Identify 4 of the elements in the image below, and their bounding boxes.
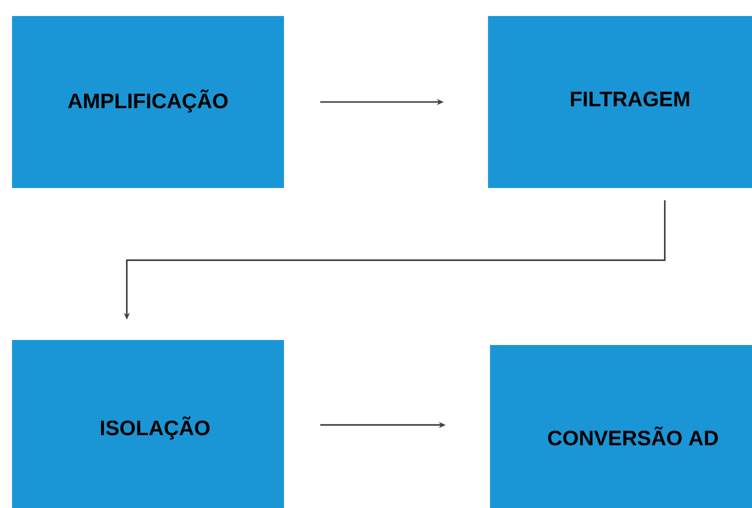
process-box: AMPLIFICAÇÃO bbox=[12, 16, 284, 188]
process-box: ISOLAÇÃO bbox=[12, 340, 284, 508]
process-box: FILTRAGEM bbox=[488, 16, 752, 188]
process-box: CONVERSÃO AD bbox=[490, 344, 752, 508]
